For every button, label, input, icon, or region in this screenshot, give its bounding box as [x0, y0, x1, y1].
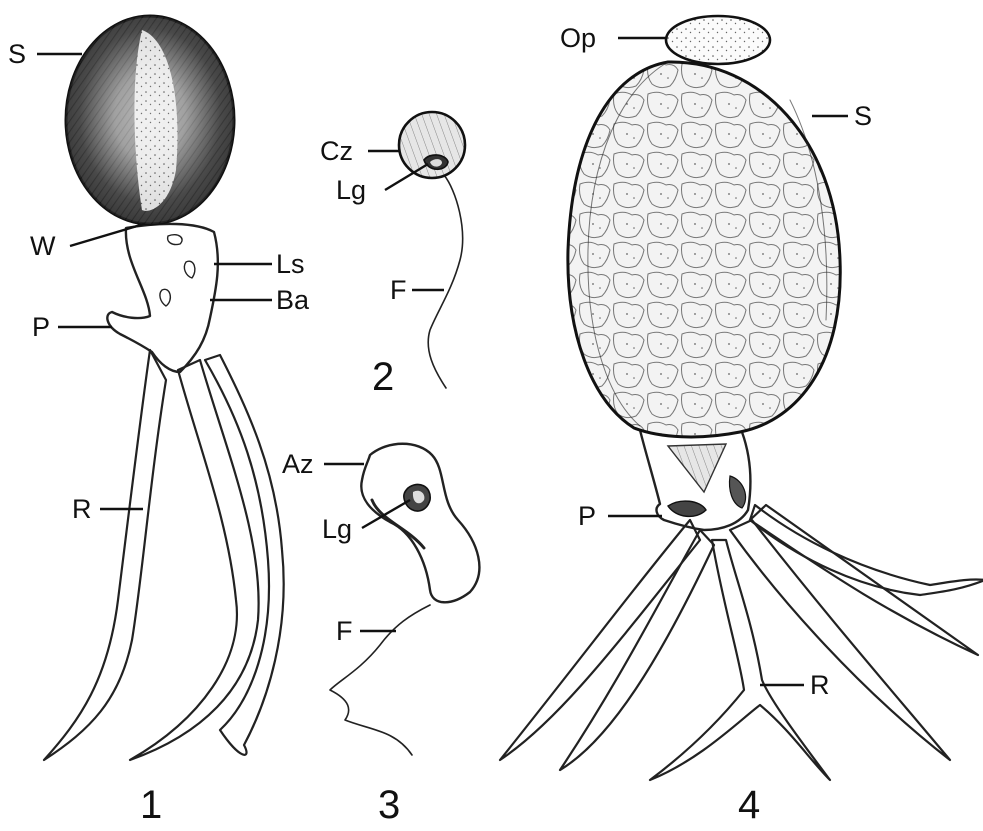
- panel-1: [44, 16, 284, 760]
- basal-cross-4: [668, 444, 726, 492]
- label-p3-lg: Lg: [322, 514, 352, 544]
- label-p4-p: P: [578, 501, 596, 531]
- panel-2: [399, 112, 465, 388]
- blob-1c: [160, 289, 170, 306]
- panel-number-2: 2: [372, 355, 394, 399]
- label-p2-f: F: [390, 275, 407, 305]
- amoeboid-zoospore-3: [361, 444, 479, 603]
- panel-number-1: 1: [140, 783, 162, 827]
- blob-1b: [184, 261, 194, 278]
- panel-3: [330, 444, 479, 755]
- label-p1-w: W: [30, 231, 56, 261]
- panel-number-3: 3: [378, 783, 400, 827]
- label-p1-s: S: [8, 39, 26, 69]
- basal-blob-4: [668, 501, 706, 516]
- label-p1-r: R: [72, 494, 92, 524]
- label-p3-f: F: [336, 616, 353, 646]
- basal-apparatus-1: [107, 224, 218, 372]
- flagellum-2: [428, 175, 462, 388]
- label-p3-az: Az: [282, 449, 314, 479]
- panel-4: [500, 16, 983, 780]
- rhizoids-1: [44, 350, 284, 760]
- label-p1-ba: Ba: [276, 285, 310, 315]
- rhizoids-4: [500, 505, 983, 780]
- label-p2-cz: Cz: [320, 136, 353, 166]
- operculum-4: [666, 16, 770, 64]
- label-p1-p: P: [32, 312, 50, 342]
- panel-number-4: 4: [738, 783, 760, 827]
- label-p4-r: R: [810, 670, 830, 700]
- label-p2-lg: Lg: [336, 175, 366, 205]
- blob-1a: [168, 235, 182, 245]
- label-p4-op: Op: [560, 23, 596, 53]
- label-p4-s: S: [854, 101, 872, 131]
- label-p1-ls: Ls: [276, 249, 305, 279]
